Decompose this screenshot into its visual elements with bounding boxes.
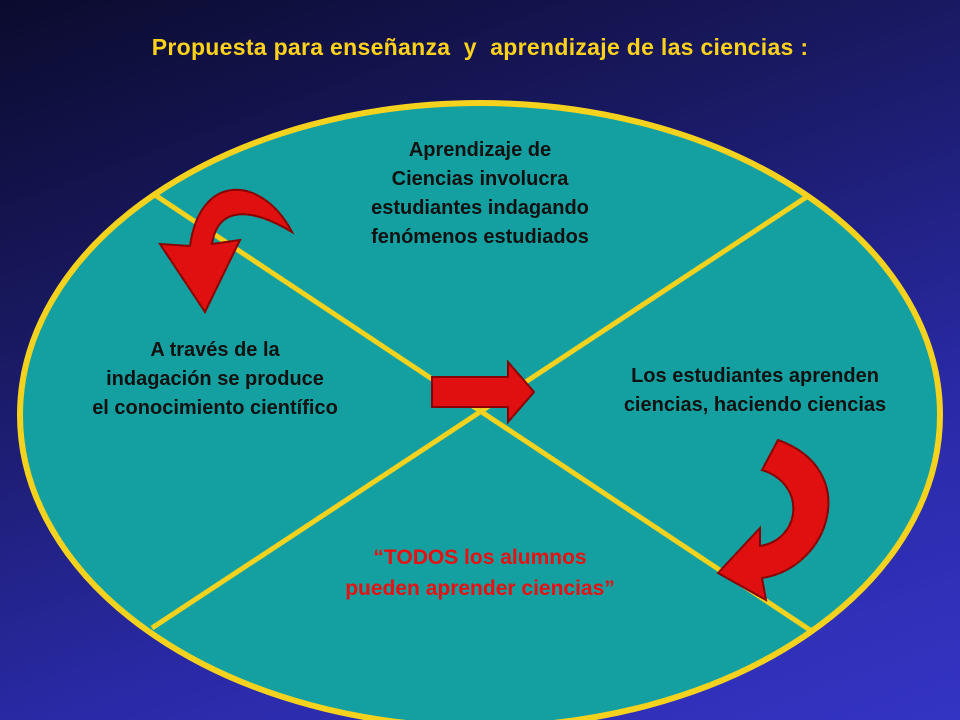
section-bottom-text: “TODOS los alumnos pueden aprender cienc… xyxy=(345,546,615,600)
divider-line xyxy=(150,193,810,631)
page-title: Propuesta para enseñanza y aprendizaje d… xyxy=(151,34,809,60)
curved-arrow-icon xyxy=(716,438,830,602)
section-right-text: Los estudiantes aprenden ciencias, hacie… xyxy=(623,365,887,416)
diagram-ellipse-border xyxy=(17,100,943,720)
section-left-text: A través de la indagación se produce el … xyxy=(92,339,338,419)
right-arrow-icon xyxy=(431,359,536,425)
section-top-text: Aprendizaje de Ciencias involucra estudi… xyxy=(371,139,589,248)
curved-arrow-icon xyxy=(158,188,295,315)
